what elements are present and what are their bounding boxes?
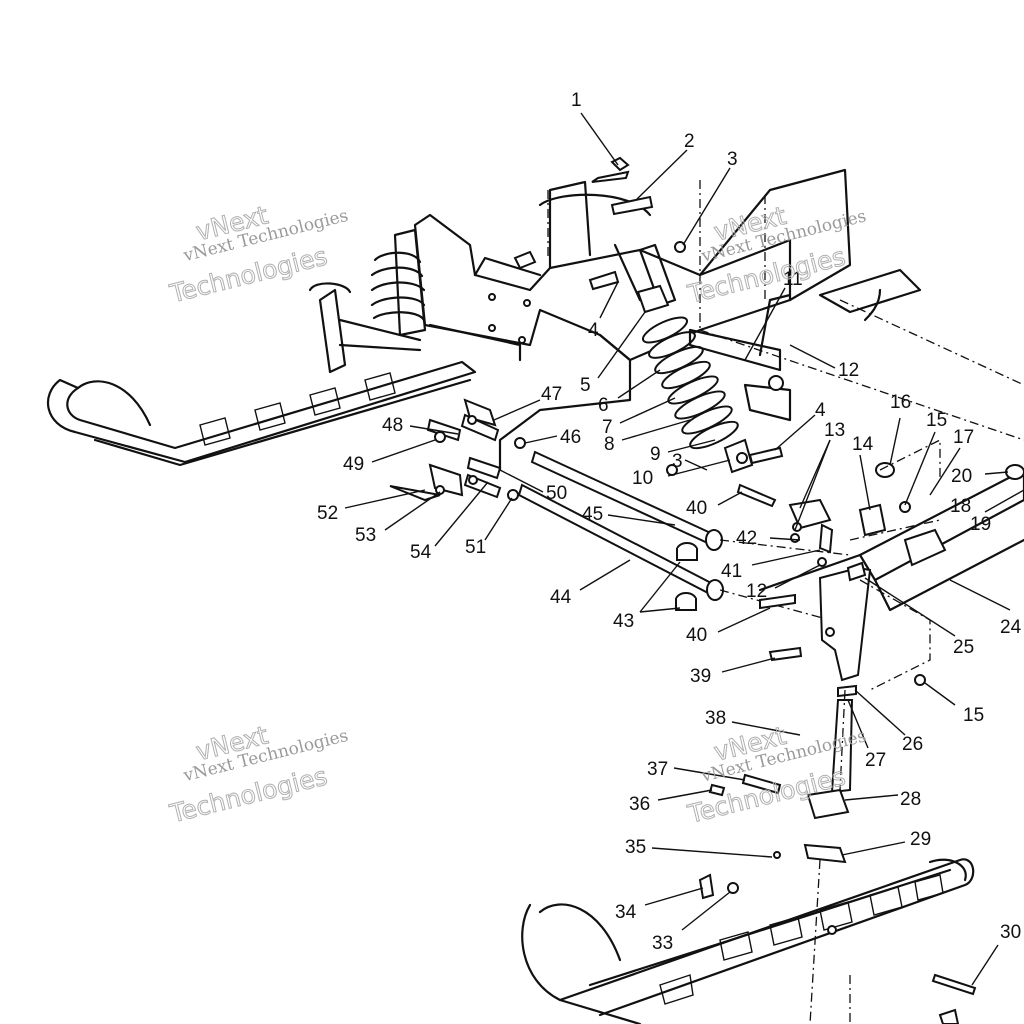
left-brackets [389,398,526,502]
callout: 47 [541,384,562,405]
callout: 42 [736,528,757,549]
callout: 9 [650,444,661,465]
callout: 29 [910,829,931,850]
callout: 24 [1000,617,1022,638]
callout: 4 [588,320,599,341]
callout: 6 [598,395,609,416]
callout: 54 [410,542,432,563]
callout: 15 [926,410,947,431]
callout: 33 [652,933,673,954]
callout: 34 [615,902,637,923]
callout: 46 [560,427,581,448]
upper-arm [513,156,792,476]
callout: 39 [690,666,711,687]
callout: 30 [1000,922,1021,943]
callout: 45 [582,504,603,525]
center-shock-spring [636,243,754,474]
callout: 7 [602,417,613,438]
callout: 10 [632,468,653,489]
callout: 38 [705,708,726,729]
callout: 51 [465,537,486,558]
callout: 2 [684,131,695,152]
callout: 19 [970,514,991,535]
watermark-bottom-left: vNext vNext Technologies Technologies [166,720,350,829]
callout: 25 [953,637,974,658]
callout: 49 [343,454,364,475]
left-ski [46,360,477,467]
callout: 37 [647,759,668,780]
chassis-bulkhead [413,168,1024,472]
callout: 26 [902,734,923,755]
spindle-assembly [698,438,1024,1024]
callout: 28 [900,789,921,810]
callout: 11 [783,269,803,290]
callout: 17 [953,427,974,448]
callout: 15 [963,705,984,726]
callout: 13 [824,420,845,441]
callout: 12 [746,581,767,602]
callout: 4 [815,400,826,421]
callout: 35 [625,837,646,858]
right-chassis-rail [758,268,1024,612]
leader-lines [344,112,1024,986]
callout: 40 [686,498,707,519]
callout: 40 [686,625,707,646]
callout: 27 [865,750,886,771]
callout: 52 [317,503,338,524]
callout: 48 [382,415,403,436]
callout: 3 [672,451,683,472]
callout: 16 [890,392,911,413]
callout: 12 [838,360,859,381]
callout: 53 [355,525,376,546]
watermark-top-left: vNext vNext Technologies Technologies [166,200,350,309]
callout: 50 [546,483,567,504]
callout: 43 [613,611,634,632]
lower-control-arm-tubes [517,450,851,621]
left-suspension [308,228,427,374]
callout: 8 [604,434,615,455]
callout: 3 [727,149,738,170]
callout: 14 [852,434,874,455]
right-ski [521,858,975,1024]
callout: 44 [550,587,572,608]
callout: 36 [629,794,650,815]
callout: 1 [571,90,582,111]
callout: 20 [951,466,972,487]
callout: 41 [721,561,742,582]
callout: 5 [580,375,591,396]
callout: 18 [950,496,971,517]
callout-labels: 1 2 3 4 5 6 7 8 9 10 3 40 11 12 4 13 14 … [317,90,1022,954]
